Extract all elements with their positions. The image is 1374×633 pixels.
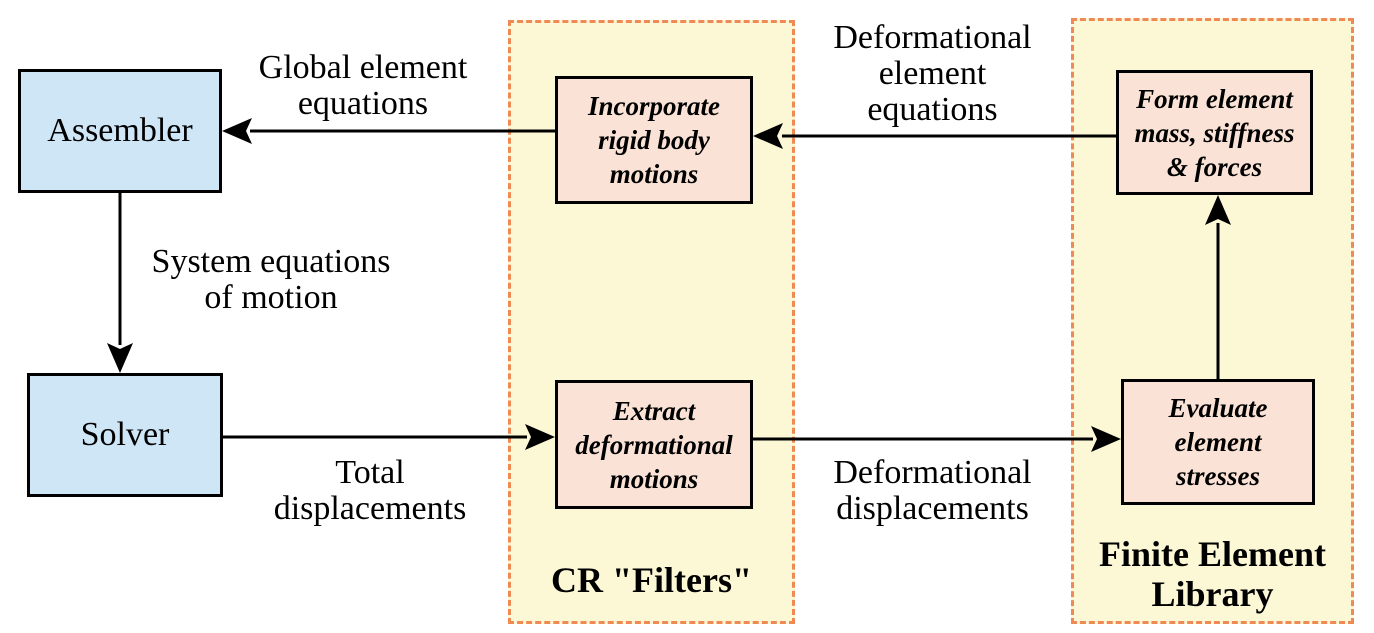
total-displacements-label: Total displacements: [273, 454, 467, 527]
form-element-box: Form element mass, stiffness & forces: [1116, 70, 1313, 195]
assembler-label: Assembler: [47, 112, 193, 149]
arrow-solver-to-extract: [223, 424, 555, 450]
arrow-form-to-incorporate: [753, 123, 1116, 149]
incorporate-label: Incorporate rigid body motions: [587, 91, 720, 189]
evaluate-stresses-box: Evaluate element stresses: [1121, 379, 1315, 505]
arrow-incorporate-to-assembler: [222, 118, 555, 144]
form-label: Form element mass, stiffness & forces: [1134, 83, 1295, 182]
system-equations-label: System equations of motion: [151, 243, 391, 316]
assembler-box: Assembler: [18, 69, 222, 193]
arrow-extract-to-evaluate: [753, 426, 1121, 452]
finite-element-library-title: Finite Element Library: [1099, 534, 1326, 614]
deformational-displacements-label: Deformational displacements: [833, 454, 1032, 527]
deformational-element-equations-label: Deformational element equations: [833, 19, 1032, 128]
evaluate-label: Evaluate element stresses: [1168, 393, 1268, 491]
cr-filters-title: CR "Filters": [551, 560, 752, 600]
incorporate-rigid-body-box: Incorporate rigid body motions: [555, 76, 753, 204]
extract-deformational-box: Extract deformational motions: [555, 380, 753, 509]
extract-label: Extract deformational motions: [575, 395, 733, 494]
global-element-equations-label: Global element equations: [258, 49, 468, 122]
solver-box: Solver: [27, 373, 223, 497]
arrow-evaluate-to-form: [1205, 195, 1231, 379]
arrow-assembler-to-solver: [107, 193, 133, 373]
solver-label: Solver: [80, 416, 170, 453]
